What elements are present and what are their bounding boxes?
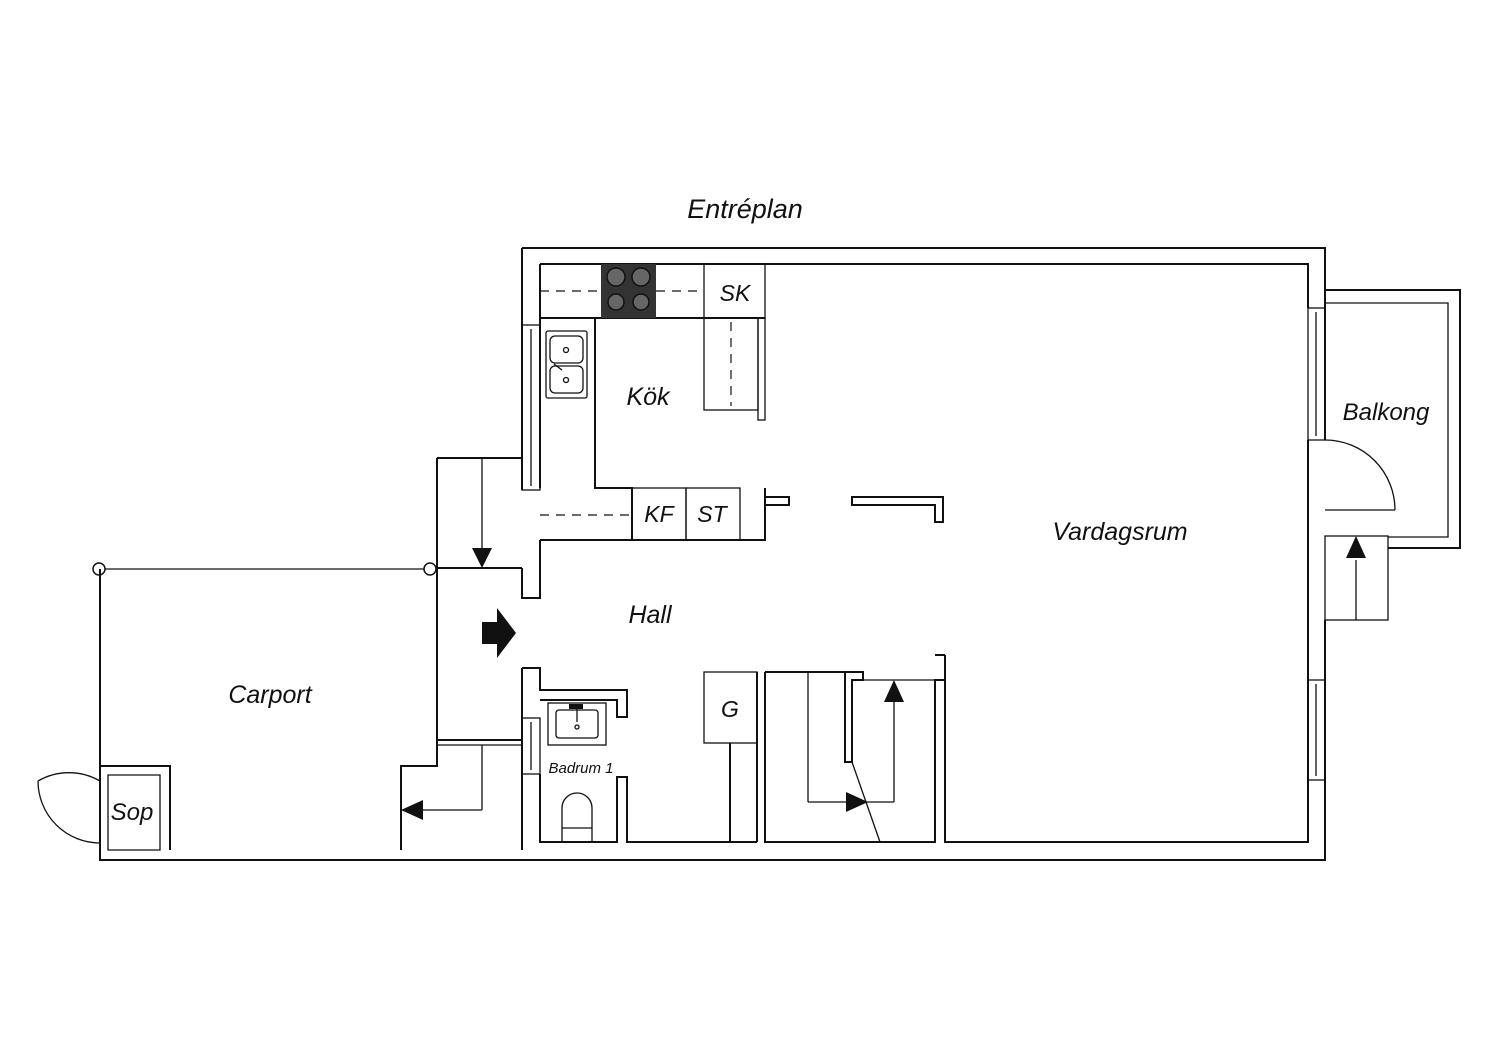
room-label-balkong: Balkong [1343, 399, 1430, 426]
entrance-arrow [482, 608, 516, 658]
stairs-arrow-up [884, 680, 904, 702]
kitchen-peninsula [851, 496, 944, 523]
balcony-steps-arrow [1346, 536, 1366, 558]
fixture-label-st: ST [697, 501, 728, 527]
porch-arrow-down [472, 548, 492, 568]
window-right-upper [1307, 307, 1326, 441]
outer-walls [99, 247, 1326, 861]
fixture-label-sk: SK [720, 280, 752, 306]
plan-title: Entréplan [687, 194, 803, 224]
kitchen-sink-icon [545, 330, 588, 399]
room-label-carport: Carport [228, 681, 312, 709]
stove-icon [601, 264, 656, 318]
fixture-label-g: G [721, 696, 739, 722]
carport [92, 562, 437, 766]
room-label-kok: Kök [626, 383, 671, 411]
refuse-room [37, 765, 171, 851]
room-label-badrum: Badrum 1 [548, 760, 613, 777]
balcony [1324, 289, 1461, 621]
staircase [764, 654, 945, 843]
closet-g [703, 671, 758, 842]
stairs-arrow-right [846, 792, 868, 812]
fixture-label-kf: KF [644, 501, 675, 527]
room-label-sop: Sop [111, 799, 154, 826]
room-label-vardagsrum: Vardagsrum [1052, 518, 1187, 546]
room-label-hall: Hall [628, 601, 673, 629]
corridor-arrow-left [401, 800, 423, 820]
window-right-lower [1307, 679, 1326, 781]
bathroom [521, 702, 757, 843]
entrance-area [400, 457, 628, 850]
